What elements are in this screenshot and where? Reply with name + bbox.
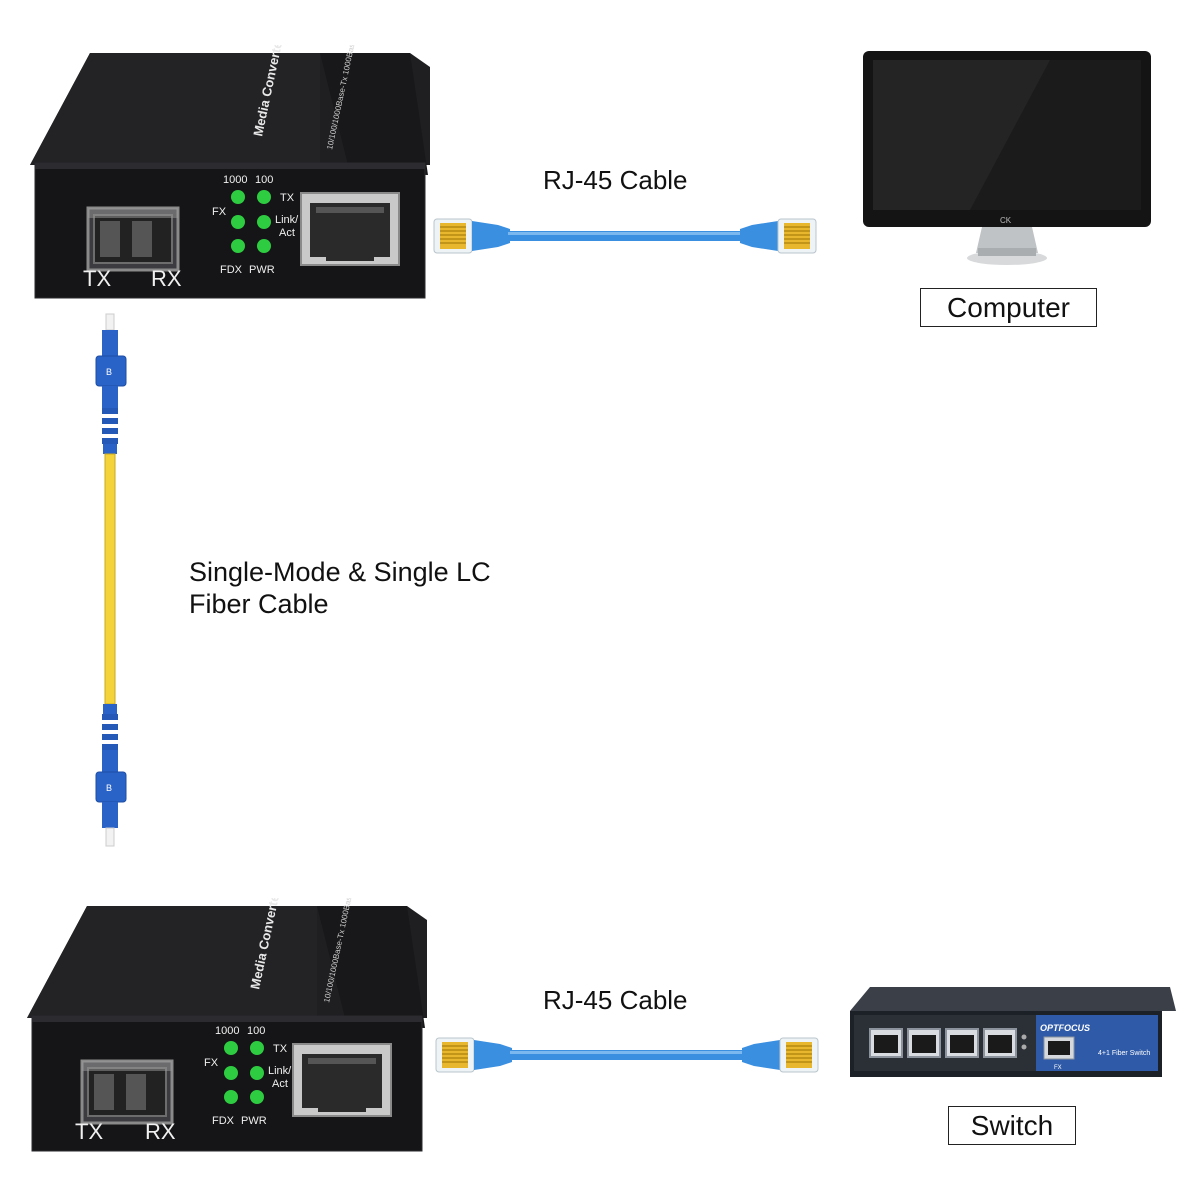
switch-fx-label: FX [1054, 1065, 1062, 1071]
computer-monitor-icon: CK [863, 51, 1151, 265]
led-link [250, 1066, 264, 1080]
rj45-cable-bottom [435, 1037, 819, 1073]
monitor-logo: CK [1000, 216, 1012, 225]
computer-label: Computer [920, 288, 1097, 327]
led-100-label: 100 [247, 1025, 265, 1037]
led-link-label: Link/ [268, 1065, 292, 1077]
fiber-connector-mark-bottom: B [106, 783, 112, 793]
rj45-cable-top [433, 218, 817, 254]
fiber-connector-mark-top: B [106, 367, 112, 377]
led-1000-label: 1000 [215, 1025, 239, 1037]
fiber-cable: B B [95, 313, 127, 847]
led-act-label: Act [279, 227, 295, 239]
led-fdx-label: FDX [212, 1115, 235, 1127]
led-fdx [231, 239, 245, 253]
fiber-cable-label: Single-Mode & Single LC Fiber Cable [189, 556, 491, 620]
led-fx-label: FX [204, 1057, 219, 1069]
led-100-tx [257, 190, 271, 204]
led-fdx-label: FDX [220, 264, 243, 276]
switch-model: 4+1 Fiber Switch [1098, 1050, 1150, 1057]
port-tx-label: TX [83, 266, 111, 291]
led-1000-label: 1000 [223, 174, 247, 186]
led-pwr-label: PWR [249, 264, 275, 276]
network-switch-icon: OPTFOCUS 4+1 Fiber Switch FX [850, 987, 1176, 1077]
media-converter-bottom: Media Converter 10/100/1000Base-Tx 1000B… [27, 898, 427, 1152]
led-act-label: Act [272, 1078, 288, 1090]
led-pwr [257, 239, 271, 253]
led-100-label: 100 [255, 174, 273, 186]
led-fdx [224, 1090, 238, 1104]
led-1000 [224, 1041, 238, 1055]
port-tx-label: TX [75, 1119, 103, 1144]
led-fx [231, 215, 245, 229]
led-fx [224, 1066, 238, 1080]
port-rx-label: RX [151, 266, 182, 291]
fiber-cable-label-line1: Single-Mode & Single LC [189, 557, 491, 587]
rj45-cable-top-label: RJ-45 Cable [543, 165, 688, 195]
led-pwr [250, 1090, 264, 1104]
led-pwr-label: PWR [241, 1115, 267, 1127]
fiber-cable-label-line2: Fiber Cable [189, 589, 329, 619]
switch-brand: OPTFOCUS [1040, 1023, 1090, 1033]
led-fx-label: FX [212, 206, 227, 218]
media-converter-top: Media Converter 10/100/1000Base-Tx 1000B… [30, 45, 430, 299]
switch-label: Switch [948, 1106, 1076, 1145]
led-link [257, 215, 271, 229]
led-link-label: Link/ [275, 214, 299, 226]
port-rx-label: RX [145, 1119, 176, 1144]
led-100-tx [250, 1041, 264, 1055]
led-tx-label: TX [273, 1043, 288, 1055]
rj45-cable-bottom-label: RJ-45 Cable [543, 985, 688, 1015]
led-tx-label: TX [280, 192, 295, 204]
led-1000 [231, 190, 245, 204]
